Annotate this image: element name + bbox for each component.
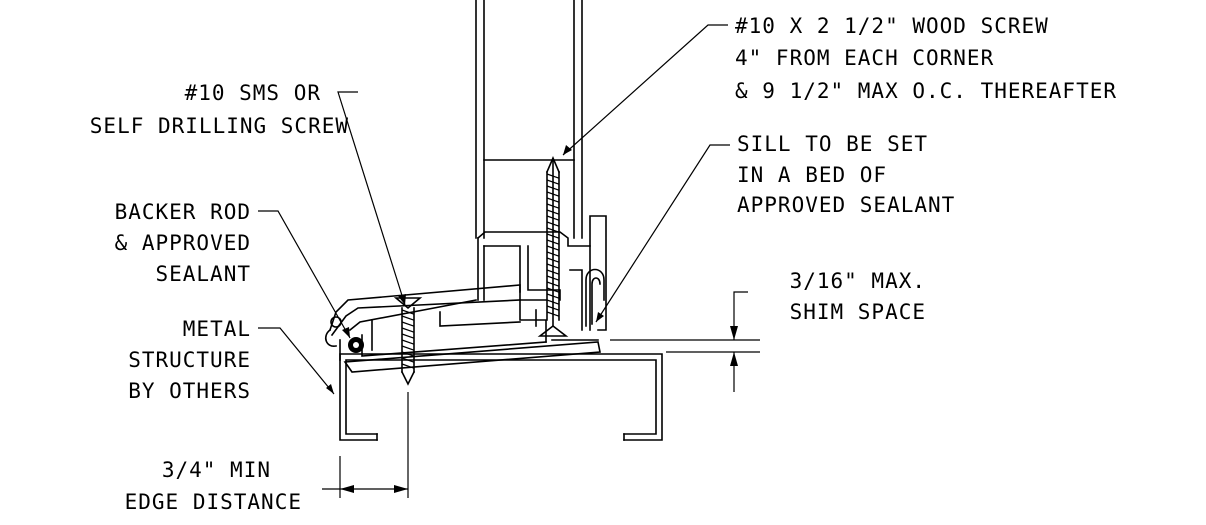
- note-metal-structure: METAL STRUCTURE BY OTHERS: [128, 317, 251, 403]
- wood-screw: [537, 155, 569, 337]
- svg-text:STRUCTURE: STRUCTURE: [128, 348, 251, 372]
- svg-text:SHIM SPACE: SHIM SPACE: [790, 300, 926, 324]
- note-shim-space: 3/16" MAX. SHIM SPACE: [790, 269, 926, 324]
- screw-thread: [546, 203, 560, 209]
- screw-thread: [401, 321, 415, 327]
- screw-thread: [546, 233, 560, 239]
- screw-thread: [401, 339, 415, 345]
- screw-thread: [401, 363, 415, 369]
- note-sms-screw: #10 SMS OR SELF DRILLING SCREW: [90, 81, 349, 138]
- shim-dimension: [610, 291, 760, 392]
- leader-lines: [258, 24, 730, 395]
- svg-text:BACKER ROD: BACKER ROD: [115, 200, 251, 224]
- note-wood-screw: #10 X 2 1/2" WOOD SCREW 4" FROM EACH COR…: [735, 14, 1117, 103]
- screw-thread: [401, 315, 415, 321]
- screw-thread: [546, 299, 560, 305]
- svg-text:3/4" MIN: 3/4" MIN: [162, 458, 271, 482]
- screw-thread: [546, 275, 560, 281]
- sms-screw: [393, 297, 423, 386]
- note-sill-sealant: SILL TO BE SET IN A BED OF APPROVED SEAL…: [737, 132, 955, 217]
- glazing-panel: [475, 0, 583, 239]
- svg-text:SEALANT: SEALANT: [155, 262, 251, 286]
- note-edge-distance: 3/4" MIN EDGE DISTANCE: [125, 458, 302, 514]
- screw-thread: [546, 239, 560, 245]
- svg-text:#10 SMS OR: #10 SMS OR: [185, 81, 321, 105]
- screw-thread: [401, 327, 415, 333]
- screw-thread: [546, 269, 560, 275]
- svg-text:BY OTHERS: BY OTHERS: [128, 379, 251, 403]
- svg-text:IN A BED OF: IN A BED OF: [737, 163, 887, 187]
- screw-thread: [401, 345, 415, 351]
- svg-text:EDGE DISTANCE: EDGE DISTANCE: [125, 490, 302, 514]
- svg-text:METAL: METAL: [183, 317, 251, 341]
- screw-thread: [546, 185, 560, 191]
- screw-thread: [546, 209, 560, 215]
- screw-thread: [546, 173, 560, 179]
- screw-thread: [546, 245, 560, 251]
- screw-thread: [546, 251, 560, 257]
- screw-thread: [546, 311, 560, 317]
- screw-thread: [546, 287, 560, 293]
- note-backer-rod: BACKER ROD & APPROVED SEALANT: [115, 200, 251, 286]
- screw-thread: [401, 357, 415, 363]
- svg-text:& 9 1/2" MAX O.C. THEREAFTER: & 9 1/2" MAX O.C. THEREAFTER: [735, 79, 1117, 103]
- metal-structure-channel: [339, 353, 663, 441]
- svg-text:SELF DRILLING SCREW: SELF DRILLING SCREW: [90, 114, 349, 138]
- svg-text:3/16" MAX.: 3/16" MAX.: [790, 269, 926, 293]
- screw-thread: [546, 305, 560, 311]
- screw-thread: [546, 227, 560, 233]
- screw-thread: [546, 293, 560, 299]
- screw-thread: [401, 333, 415, 339]
- backer-rod: [348, 337, 364, 353]
- screw-thread: [546, 179, 560, 185]
- screw-thread: [546, 221, 560, 227]
- screw-thread: [546, 281, 560, 287]
- screw-thread: [401, 309, 415, 315]
- svg-text:#10 X 2 1/2" WOOD SCREW: #10 X 2 1/2" WOOD SCREW: [735, 14, 1049, 38]
- screw-thread: [546, 263, 560, 269]
- edge-distance-dimension: [322, 392, 409, 498]
- screw-thread: [546, 215, 560, 221]
- sill-frame-extrusion: [324, 215, 607, 373]
- screw-thread: [546, 191, 560, 197]
- screw-thread: [546, 197, 560, 203]
- svg-text:4" FROM EACH CORNER: 4" FROM EACH CORNER: [735, 46, 994, 70]
- screw-thread: [401, 351, 415, 357]
- svg-text:SILL TO BE SET: SILL TO BE SET: [737, 132, 928, 156]
- svg-text:& APPROVED: & APPROVED: [115, 231, 251, 255]
- screw-thread: [546, 257, 560, 263]
- svg-text:APPROVED SEALANT: APPROVED SEALANT: [737, 193, 955, 217]
